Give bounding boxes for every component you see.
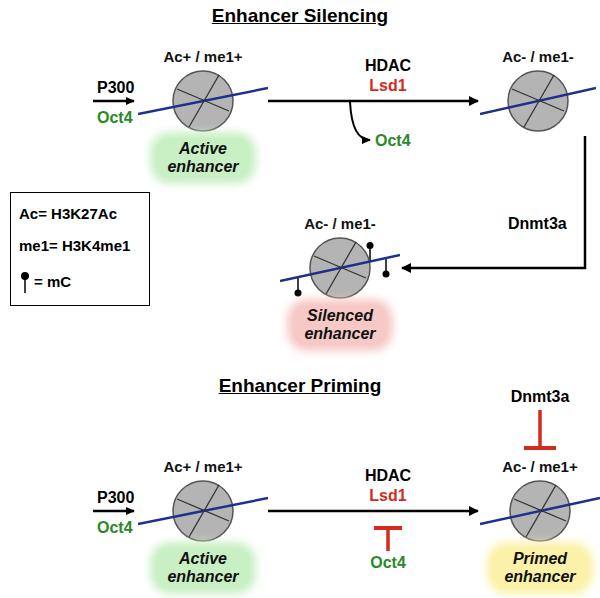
nucleosome-node: Ac- / me1- — [480, 48, 596, 136]
nucleosome-symbol — [138, 476, 268, 546]
process-arrow — [268, 510, 478, 513]
dna-strand — [480, 88, 596, 114]
histone-line — [514, 499, 566, 521]
methyl-symbol — [19, 271, 31, 293]
factor-label: Oct4 — [97, 108, 133, 127]
mark-label: Ac- / me1- — [502, 48, 574, 66]
inhibit-bar — [374, 526, 402, 530]
methyl-dot — [367, 242, 374, 249]
nucleosome-node: Ac- / me1- Silenced enhancer — [280, 215, 400, 345]
state-label: Active enhancer — [156, 138, 250, 178]
nucleosome-symbol — [480, 66, 596, 136]
mark-label: Ac+ / me1+ — [163, 48, 242, 66]
input-arrow — [93, 100, 134, 103]
legend-text: me1= H3K4me1 — [19, 237, 130, 255]
methyl-dot — [383, 271, 390, 278]
histone-line — [189, 485, 219, 537]
state-label: Silenced enhancer — [293, 305, 387, 345]
nucleosome-symbol — [480, 476, 600, 546]
legend-text: Ac= H3K27Ac — [19, 205, 117, 223]
methyl-dot — [21, 272, 29, 280]
factor-label: P300 — [97, 78, 134, 97]
inhibit-bar — [524, 446, 556, 450]
legend-entry: = mC — [19, 271, 71, 293]
section-heading: Enhancer Silencing — [212, 6, 388, 25]
histone-line — [177, 89, 229, 111]
enzyme-label: HDAC — [365, 466, 411, 485]
methyl-dot — [295, 290, 302, 297]
mark-label: Ac- / me1+ — [502, 458, 577, 476]
histone-line — [177, 499, 229, 521]
state-label: Primed enhancer — [493, 548, 587, 588]
nucleosome-node: Ac- / me1+ Primed enhancer — [480, 458, 600, 588]
dna-strand — [480, 498, 600, 524]
inhibit-stem — [386, 528, 390, 551]
legend-entry: me1= H3K4me1 — [19, 237, 130, 255]
release-arrow — [350, 102, 370, 140]
factor-label: P300 — [97, 488, 134, 507]
dna-strand — [280, 255, 400, 281]
legend-box: Ac= H3K27Ac me1= H3K4me1 = mC — [10, 192, 150, 306]
histone-line — [512, 89, 564, 111]
mark-label: Ac+ / me1+ — [163, 458, 242, 476]
section-heading: Enhancer Priming — [219, 376, 382, 395]
input-arrow — [93, 510, 134, 513]
histone-line — [189, 75, 219, 127]
dna-strand — [138, 498, 268, 524]
mark-label: Ac- / me1- — [304, 215, 376, 233]
factor-label: Lsd1 — [369, 76, 406, 95]
state-label: Active enhancer — [156, 548, 250, 588]
legend-entry: Ac= H3K27Ac — [19, 205, 117, 223]
factor-label: Oct4 — [375, 131, 411, 150]
histone-line — [326, 242, 356, 294]
nucleosome-node: Ac+ / me1+ Active enhancer — [138, 48, 268, 178]
inhibit-stem — [538, 410, 542, 448]
nucleosome-node: Ac+ / me1+ Active enhancer — [138, 458, 268, 588]
histone-line — [524, 75, 554, 127]
process-arrow — [268, 100, 478, 103]
factor-label: Oct4 — [370, 553, 406, 572]
dna-strand — [138, 88, 268, 114]
histone-line — [526, 485, 556, 537]
legend-text: = mC — [34, 273, 71, 291]
histone-line — [314, 256, 366, 278]
factor-label: Dnmt3a — [511, 387, 570, 406]
nucleosome-symbol — [138, 66, 268, 136]
factor-label: Oct4 — [97, 518, 133, 537]
nucleosome-symbol — [280, 233, 400, 303]
factor-label: Lsd1 — [369, 486, 406, 505]
enzyme-label: HDAC — [365, 56, 411, 75]
enzyme-label: Dnmt3a — [508, 214, 567, 233]
process-arrow — [402, 136, 585, 268]
